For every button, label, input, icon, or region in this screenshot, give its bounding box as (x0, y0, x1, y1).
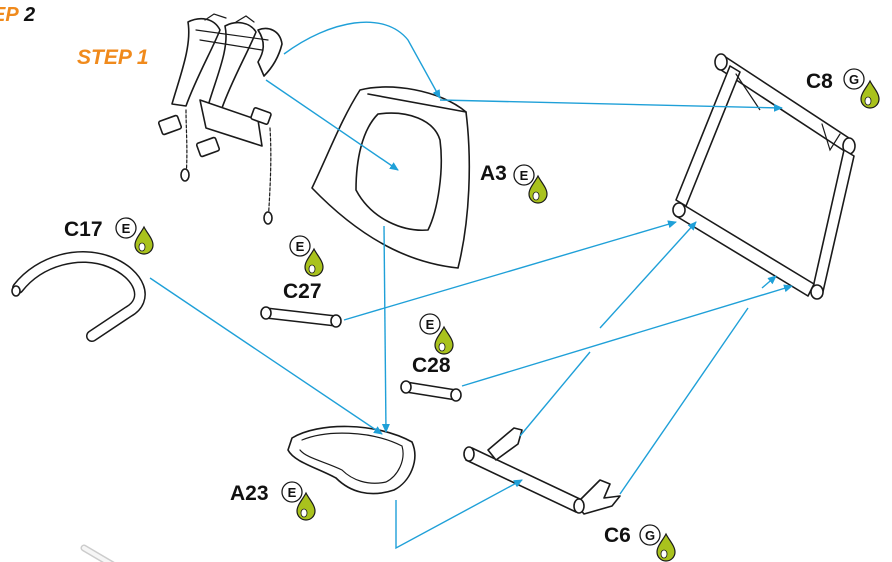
svg-text:E: E (288, 485, 297, 500)
svg-text:E: E (122, 221, 131, 236)
grease-drop-icon (860, 80, 880, 109)
faded-part (80, 544, 115, 562)
svg-text:E: E (426, 317, 435, 332)
svg-text:E: E (520, 168, 529, 183)
grease-badge-a23: E (281, 481, 316, 521)
label-c27: C27 (283, 280, 322, 303)
grease-badge-c8: G (843, 68, 880, 109)
harness-straps (157, 13, 283, 225)
part-c28-pin (400, 380, 462, 402)
part-a3-seat-back (311, 86, 471, 269)
label-a3: A3 (480, 162, 507, 185)
part-a23-seat-pad (287, 425, 416, 495)
prev-step-number: 2 (23, 4, 35, 26)
label-a23: A23 (230, 482, 269, 505)
svg-text:G: G (849, 72, 859, 87)
label-c17: C17 (64, 218, 103, 241)
part-c8-frame (672, 53, 856, 300)
svg-text:G: G (645, 528, 655, 543)
label-c28: C28 (412, 354, 451, 377)
assembly-arrows (149, 21, 793, 550)
grease-drop-icon (134, 226, 154, 255)
prev-step-fragment: EP (0, 4, 19, 26)
grease-badge-c27: E (289, 235, 324, 277)
svg-text:EP: EP (0, 4, 19, 26)
grease-badge-c6: G (639, 524, 676, 562)
part-c17-tube (11, 251, 146, 342)
label-c6: C6 (604, 524, 631, 547)
part-c27-pin (260, 306, 342, 328)
label-c8: C8 (806, 70, 833, 93)
step-title: STEP 1 (77, 46, 149, 69)
grease-badge-a3: E (513, 164, 548, 204)
part-c6-crossbar (463, 427, 621, 515)
grease-badge-c28: E (419, 313, 454, 355)
grease-badge-c17: E (115, 217, 154, 255)
svg-text:E: E (296, 239, 305, 254)
